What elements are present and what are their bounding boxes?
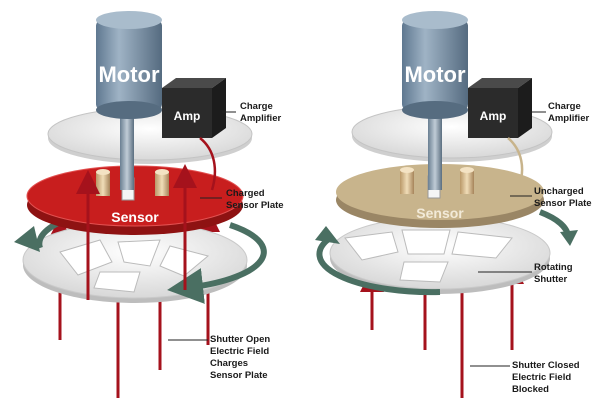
callout-line: Shutter Open [210,334,270,345]
left-shaft [120,105,134,190]
callout-line: Amplifier [548,113,589,124]
right-sensor-label: Sensor [416,205,464,221]
left-sensor-plate: Sensor [26,165,244,235]
right-rotation-arrow [315,209,578,296]
right-shutter-callout: Rotating Shutter [478,262,573,285]
callout-line: Shutter Closed [512,360,580,371]
left-wire [199,137,217,191]
right-assembly: Sensor Motor Amp [315,11,592,398]
callout-line: Charged [226,188,265,199]
left-motor: Motor [96,11,162,119]
right-amp-callout: Charge Amplifier [530,101,589,124]
right-bottom-callout: Shutter Closed Electric Field Blocked [470,360,580,395]
left-sensor-label: Sensor [111,209,159,225]
left-field-arrows-front [76,164,197,300]
callout-line: Charge [548,101,581,112]
left-plate-callout: Charged Sensor Plate [200,188,284,211]
right-amp-label: Amp [480,109,507,123]
rotation-arrowhead [14,226,40,252]
callout-line: Shutter [534,274,568,285]
right-motor-label: Motor [404,62,466,87]
callout-line: Electric Field [210,346,269,357]
callout-line: Sensor Plate [210,370,268,381]
right-motor: Motor [402,11,468,119]
right-plate-callout: Uncharged Sensor Plate [510,186,592,209]
rotation-arrowhead [560,230,578,246]
callout-line: Charge [240,101,273,112]
left-amp-label: Amp [174,109,201,123]
left-motor-label: Motor [98,62,160,87]
right-shaft [428,105,442,190]
callout-line: Sensor Plate [534,198,592,209]
left-bottom-callout: Shutter Open Electric Field Charges Sens… [168,334,270,381]
right-wire [507,137,524,189]
callout-line: Uncharged [534,186,584,197]
callout-line: Sensor Plate [226,200,284,211]
left-assembly: Sensor Motor [14,11,284,398]
callout-line: Charges [210,358,248,369]
right-shutter [329,216,551,294]
callout-line: Blocked [512,384,549,395]
callout-line: Amplifier [240,113,281,124]
left-amp-callout: Charge Amplifier [222,101,281,124]
rotation-arrowhead [315,226,340,244]
left-amp: Amp [162,78,226,138]
callout-line: Rotating [534,262,573,273]
callout-line: Electric Field [512,372,571,383]
right-amp: Amp [468,78,532,138]
